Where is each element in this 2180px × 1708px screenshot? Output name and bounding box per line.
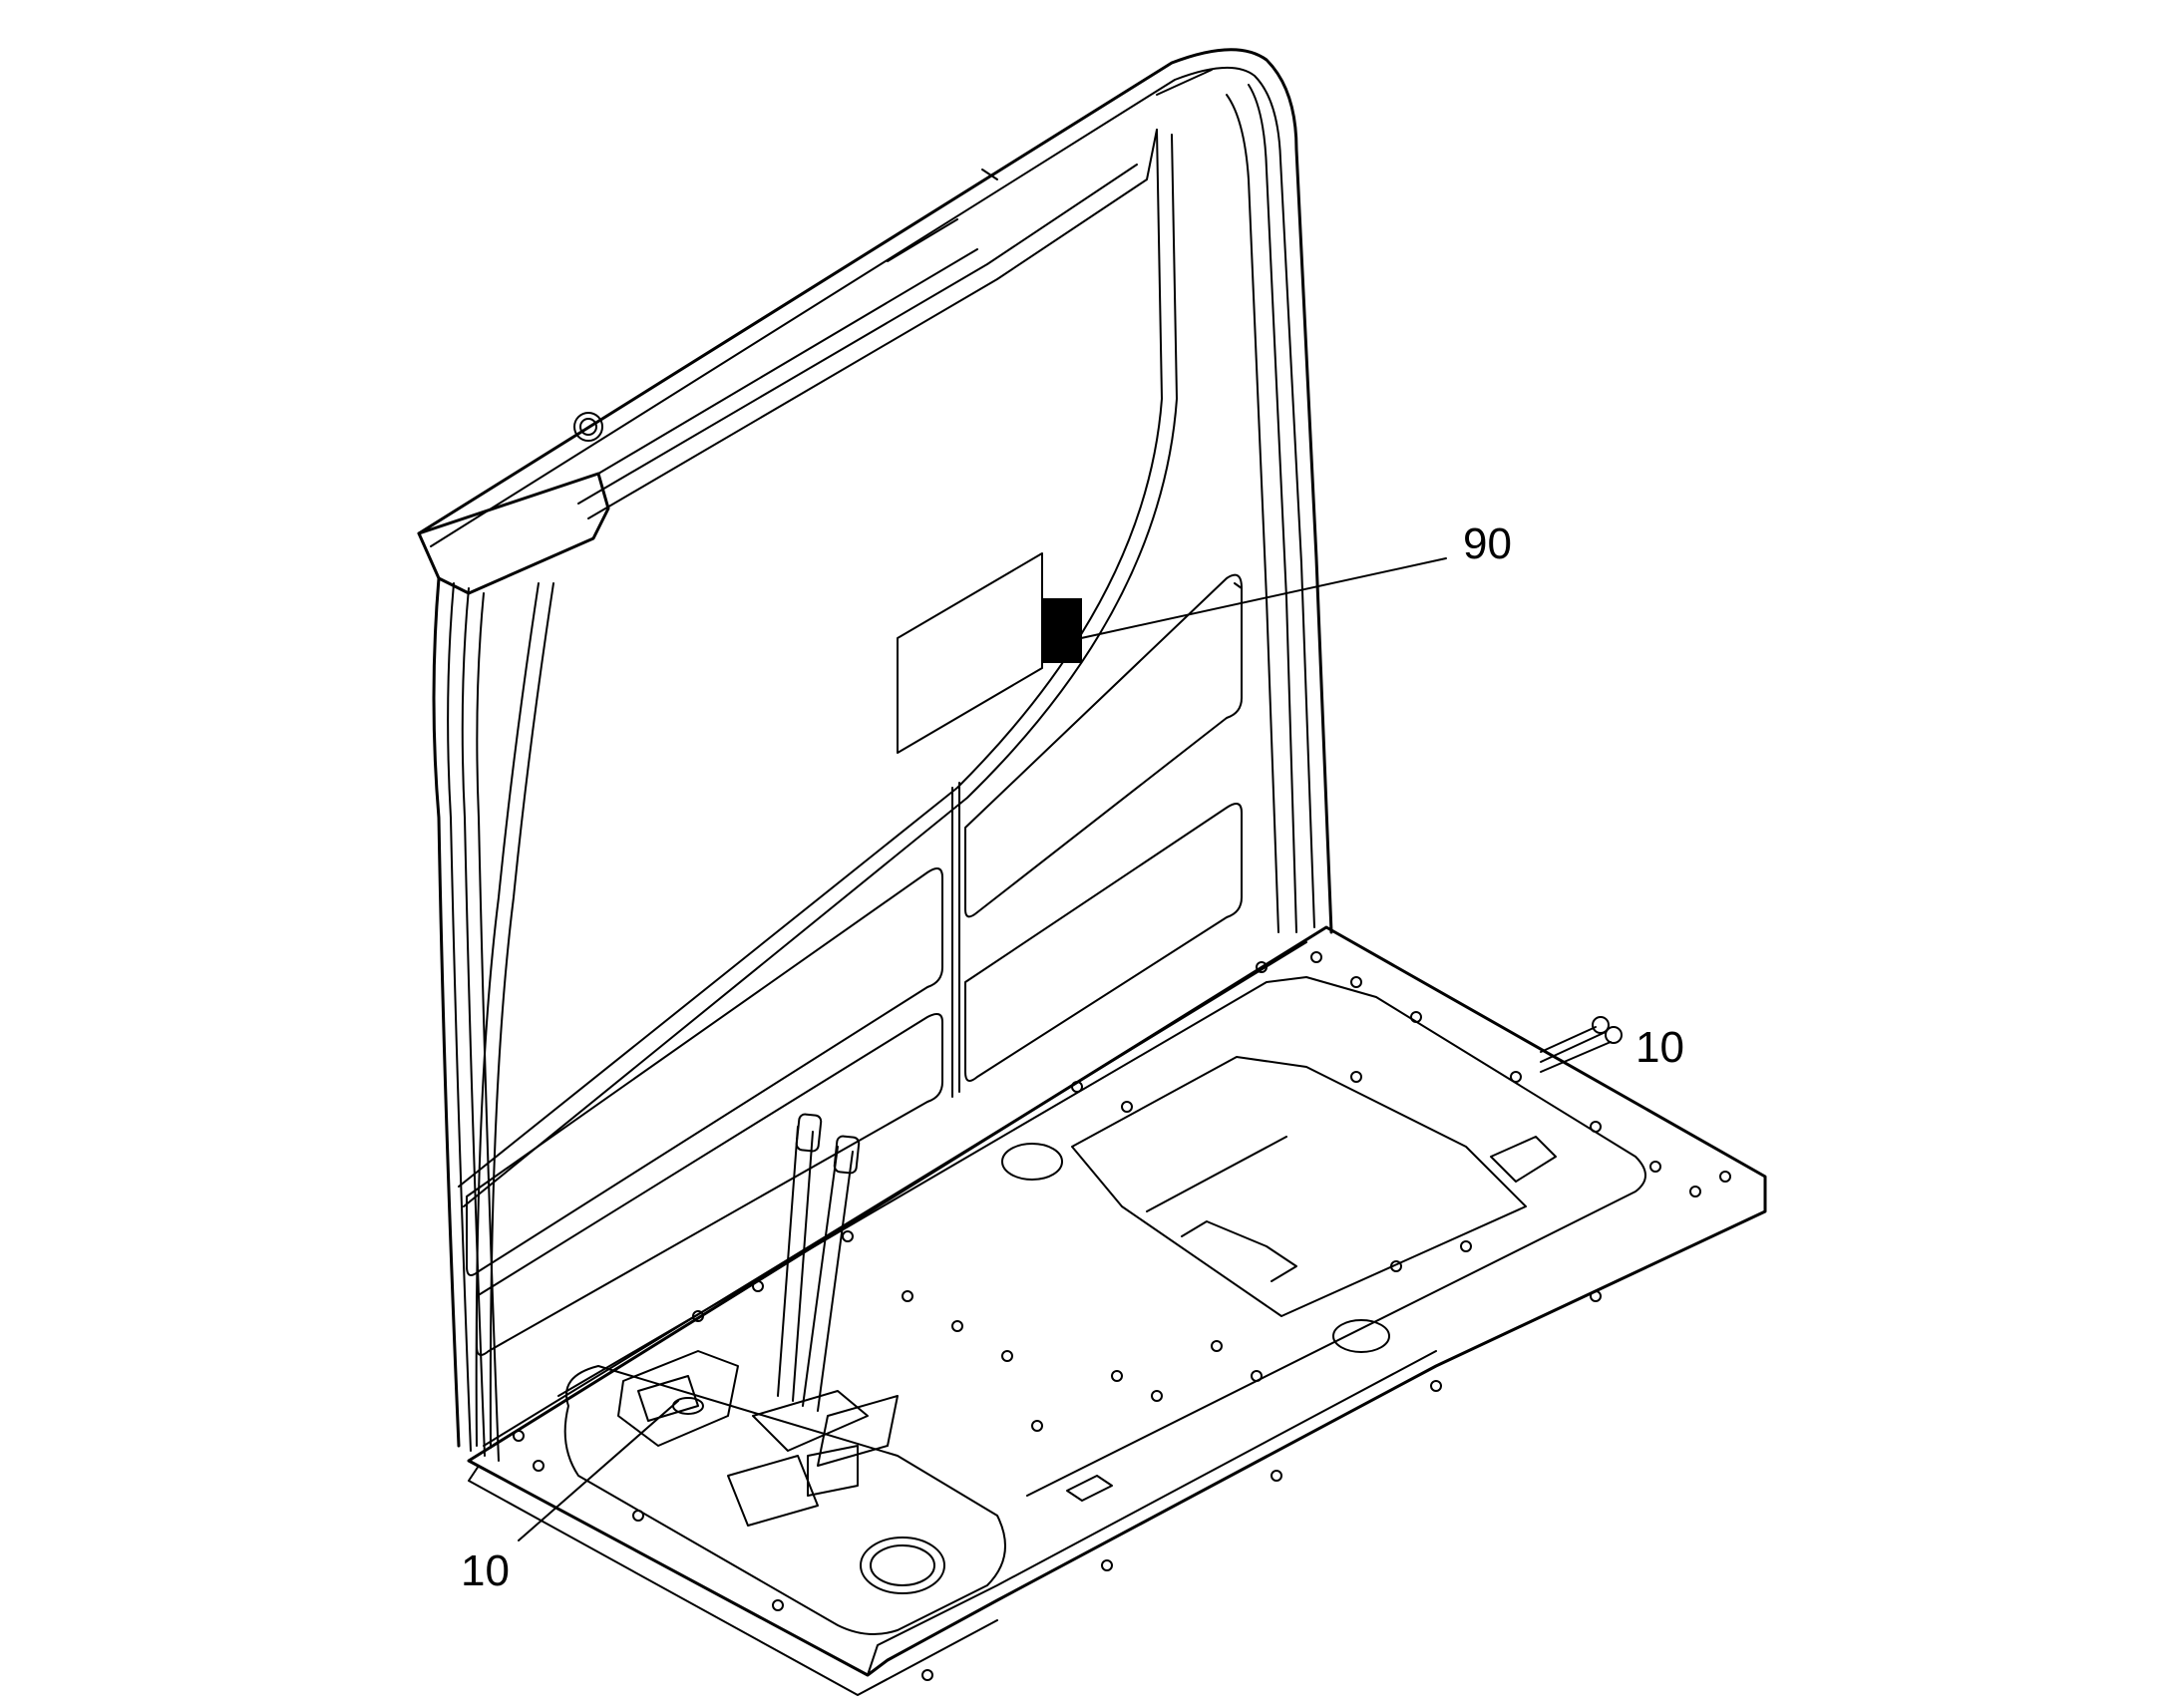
bolt-holes [513, 951, 1731, 1681]
label-barcode [1042, 598, 1082, 663]
callout-90: 90 [1463, 519, 1512, 568]
hoses [1540, 1016, 1623, 1073]
leader-line-10-left [518, 1400, 679, 1541]
floor-plate [467, 925, 1767, 1696]
label-plate [897, 552, 1043, 754]
callout-10-left: 10 [461, 1546, 510, 1595]
callout-10-right: 10 [1635, 1023, 1684, 1072]
leader-line-90 [1071, 557, 1447, 641]
cab-frame [417, 48, 1333, 1462]
travel-pedals-and-levers [617, 1113, 899, 1527]
side-panels [466, 573, 1243, 1356]
